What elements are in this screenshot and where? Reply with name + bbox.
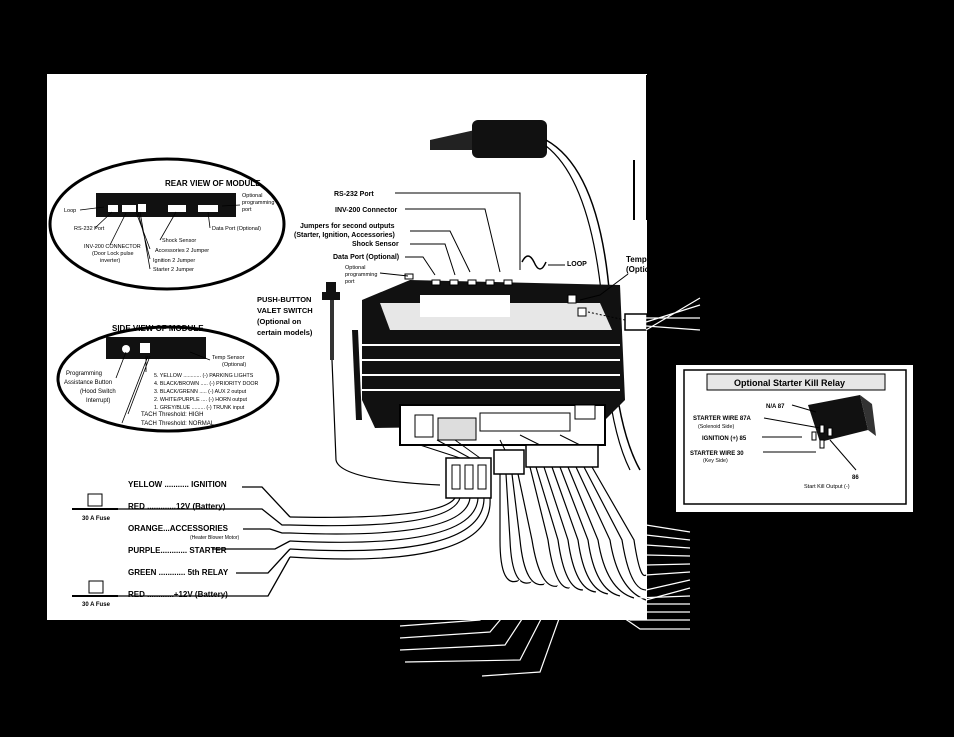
wire-orange: ORANGE...ACCESSORIES	[128, 524, 229, 533]
wire-orange-sub: (Heater Blower Motor)	[190, 535, 240, 541]
data-port-label: Data Port (Optional)	[333, 254, 399, 261]
relay-kill-output: Start Kill Output (-)	[804, 484, 850, 490]
rear-opt-prog-2: programming	[242, 200, 274, 206]
wire-bundle	[289, 466, 647, 601]
wire-green: GREEN ............ 5th RELAY	[128, 568, 229, 577]
rear-view-title: REAR VIEW OF MODULE	[165, 179, 261, 188]
prog-button-label-2: Assistance Button	[64, 380, 112, 386]
inv200-connector-label: INV-200 Connector	[335, 207, 398, 214]
opt-prog-label-3: port	[345, 279, 355, 285]
wire-purple: PURPLE............ STARTER	[128, 546, 227, 555]
alarm-module	[352, 280, 625, 446]
tach-normal-label: TACH Threshold: NORMAL	[141, 421, 215, 427]
rear-acc2-label: Accessories 2 Jumper	[155, 248, 209, 254]
prog-button-label-1: Programming	[66, 371, 102, 377]
valet-label-3: (Optional on	[257, 317, 302, 326]
fuse-1: 30 A Fuse	[72, 493, 118, 522]
rear-loop-label: Loop	[64, 208, 76, 214]
prog-button-label-3: (Hood Switch	[80, 389, 116, 395]
relay-30-2: (Key Side)	[703, 458, 728, 464]
fuse-1-label: 30 A Fuse	[82, 516, 111, 522]
module-callouts: RS-232 Port INV-200 Connector Jumpers fo…	[294, 191, 587, 285]
valet-label-4: certain models)	[257, 328, 313, 337]
side-temp-2: (Optional)	[222, 362, 246, 368]
relay-diagram: Optional Starter Kill Relay N/A 87 START…	[683, 369, 907, 505]
pin3-label: 3. BLACK/GRENN ..... (-) AUX 2 output	[154, 389, 247, 395]
relay-86: 86	[852, 475, 859, 481]
valet-label-2: VALET SWITCH	[257, 306, 313, 315]
temp-sensor-label-2: (Optional)	[626, 265, 647, 274]
side-view-title: SIDE VIEW OF MODULE	[112, 324, 204, 333]
rear-shock-label: Shock Sensor	[162, 238, 196, 244]
relay-inset: Optional Starter Kill Relay N/A 87 START…	[676, 365, 913, 512]
fuse-2-label: 30 A Fuse	[82, 602, 111, 608]
relay-87a-2: (Solenoid Side)	[698, 424, 734, 430]
shock-sensor-label: Shock Sensor	[352, 241, 399, 248]
pin5-label: 5. YELLOW ............ (-) PARKING LIGHT…	[154, 373, 254, 379]
rear-ign2-label: Ignition 2 Jumper	[153, 258, 195, 264]
side-view-callout: SIDE VIEW OF MODULE Temp Sensor (Optiona…	[56, 324, 280, 433]
fuse-2: 30 A Fuse	[72, 580, 118, 608]
pin1-label: 1. GREY/BLUE ......... (-) TRUNK input	[154, 405, 245, 411]
wire-yellow: YELLOW ........... IGNITION	[128, 480, 227, 489]
jumpers-label-2: (Starter, Ignition, Accessories)	[294, 232, 395, 239]
rear-data-port-label: Data Port (Optional)	[212, 226, 261, 232]
rear-inv200-label-2: (Door Lock pulse	[92, 251, 134, 257]
jumpers-label-1: Jumpers for second outputs	[300, 223, 395, 230]
wire-red-1: RED .............12V (Battery)	[128, 502, 226, 511]
wire-labels: YELLOW ........... IGNITION RED ........…	[72, 480, 291, 608]
opt-prog-label-1: Optional	[345, 265, 366, 271]
opt-prog-label-2: programming	[345, 272, 377, 278]
loop-label: LOOP	[567, 261, 587, 268]
rear-opt-prog-3: port	[242, 207, 252, 213]
pin4-label: 4. BLACK/BROWN ..... (-) PRIORITY DOOR	[154, 381, 259, 387]
relay-87a-1: STARTER WIRE 87A	[693, 416, 752, 422]
rear-opt-prog-1: Optional	[242, 193, 263, 199]
valet-label-1: PUSH-BUTTON	[257, 295, 311, 304]
rear-rs232-label: RS-232 Port	[74, 226, 105, 232]
prog-button-label-4: Interrupt)	[86, 398, 110, 404]
rear-inv200-label-3: inverter)	[100, 258, 120, 264]
wiring-diagram: REAR VIEW OF MODULE Loop RS-232 Port INV…	[48, 75, 647, 608]
rear-view-callout: REAR VIEW OF MODULE Loop RS-232 Port INV…	[48, 157, 286, 291]
harness-connectors	[419, 434, 599, 499]
wire-red-2: RED ............+12V (Battery)	[128, 590, 228, 599]
rear-inv200-label: INV-200 CONNECTOR	[84, 244, 141, 250]
diagram-canvas: REAR VIEW OF MODULE Loop RS-232 Port INV…	[47, 74, 647, 620]
pin2-label: 2. WHITE/PURPLE .... (-) HORN output	[154, 397, 248, 403]
relay-ign85: IGNITION (+) 85	[702, 436, 747, 442]
relay-title: Optional Starter Kill Relay	[734, 378, 845, 388]
relay-na87: N/A 87	[766, 404, 785, 410]
temp-sensor: Temp Sensor (Optional)	[567, 255, 647, 331]
tach-high-label: TACH Threshold: HIGH	[141, 412, 203, 418]
rear-starter2-label: Starter 2 Jumper	[153, 267, 194, 273]
frame-edge	[633, 75, 647, 220]
port-markers	[404, 255, 547, 286]
valet-switch: PUSH-BUTTON VALET SWITCH (Optional on ce…	[257, 282, 441, 486]
temp-sensor-label-1: Temp Sensor	[626, 255, 647, 264]
relay-30-1: STARTER WIRE 30	[690, 451, 744, 457]
side-temp-1: Temp Sensor	[212, 355, 245, 361]
rs232-port-label: RS-232 Port	[334, 191, 374, 198]
